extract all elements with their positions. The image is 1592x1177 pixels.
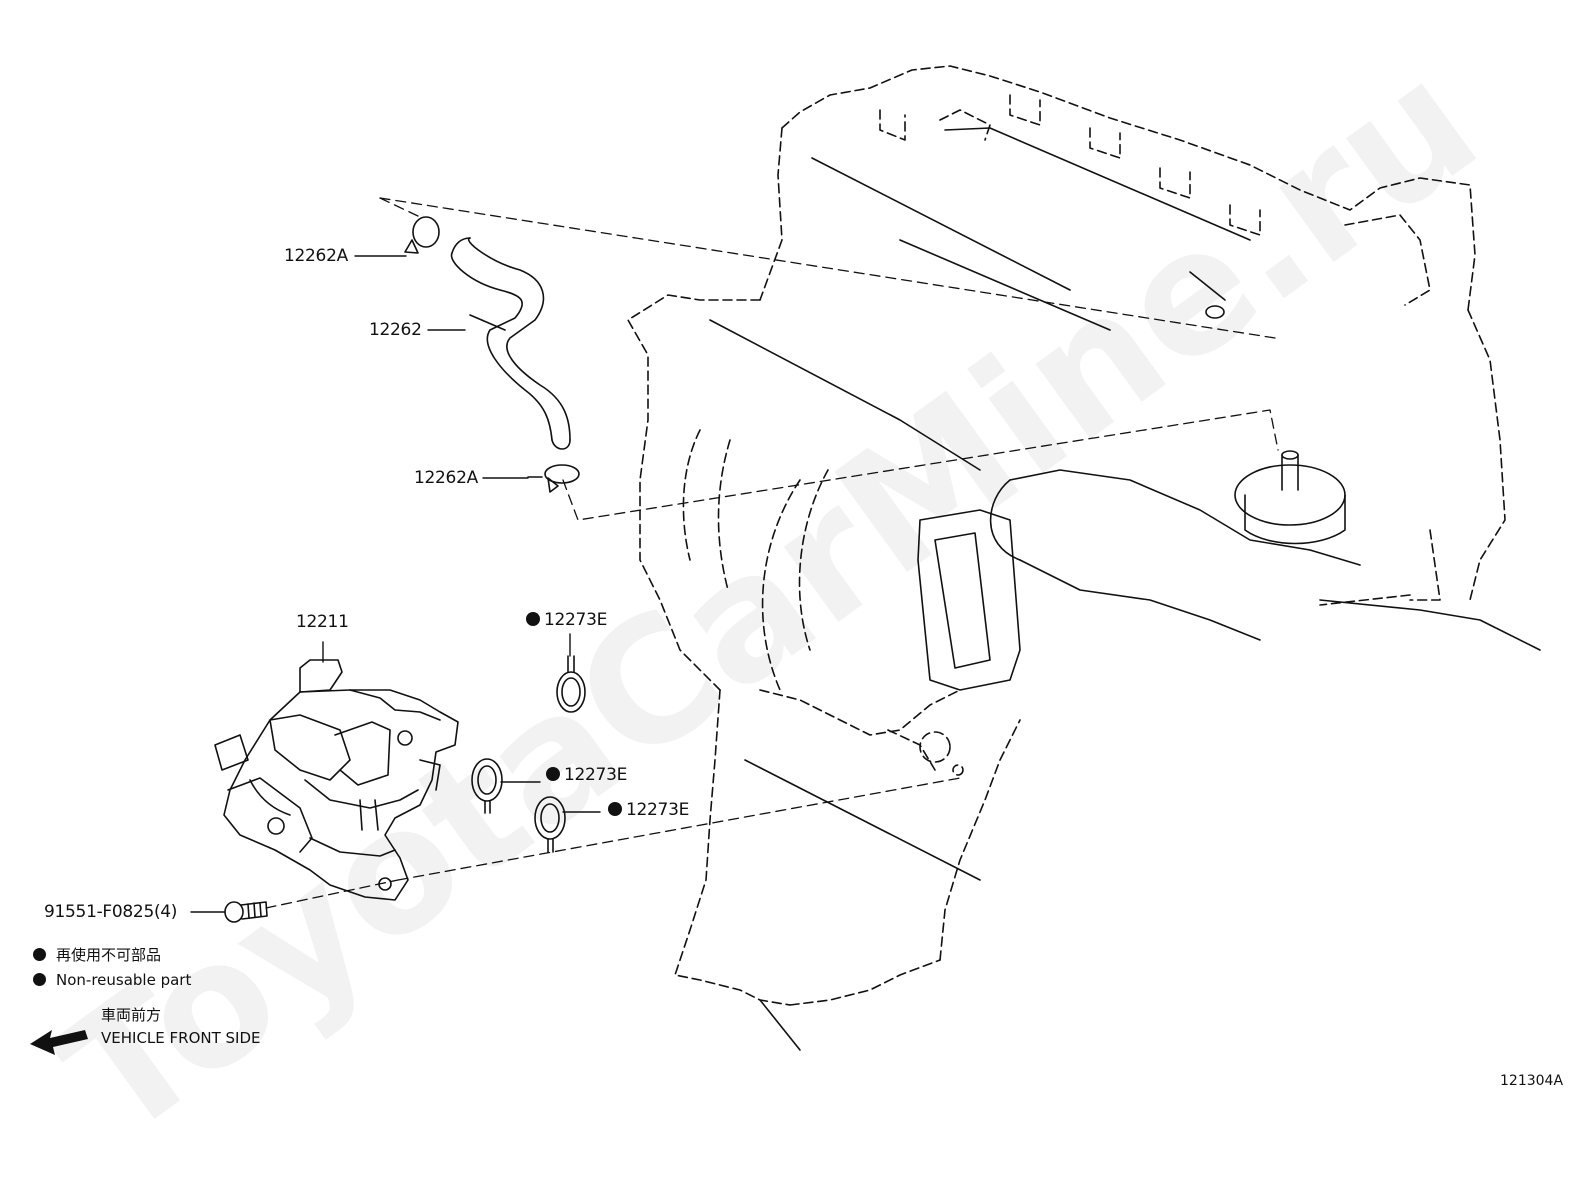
legend-jp-text: 再使用不可部品	[56, 946, 162, 964]
legend-en-text: Non-reusable part	[56, 971, 192, 989]
label-gasket-middle-text: 12273E	[564, 765, 628, 785]
label-hose: 12262	[369, 320, 422, 340]
non-reusable-dot-icon	[546, 767, 560, 781]
gasket-lower	[534, 796, 566, 853]
installation-dashed-lines	[265, 197, 1279, 909]
label-clip-lower: 12262A	[414, 468, 478, 488]
label-bolt: 91551-F0825(4)	[44, 902, 178, 922]
ventilation-hose	[450, 237, 571, 450]
hose-clip-lower	[527, 464, 580, 493]
label-gasket-top: 12273E	[526, 610, 607, 630]
label-gasket-middle: 12273E	[546, 765, 627, 785]
legend-jp: 再使用不可部品	[33, 945, 161, 965]
canister-assembly	[214, 659, 459, 901]
label-clip-upper: 12262A	[284, 246, 348, 266]
label-gasket-lower-text: 12273E	[626, 800, 690, 820]
label-gasket-lower: 12273E	[608, 800, 689, 820]
diagram-id: 121304A	[1500, 1073, 1564, 1089]
diagram-drawing	[30, 65, 1541, 1055]
gasket-top	[556, 655, 586, 713]
parts-diagram: ToyotaCarMine.ru	[28, 23, 1564, 1177]
legend-dot-icon	[33, 948, 46, 961]
label-gasket-top-text: 12273E	[544, 610, 608, 630]
hose-clip-upper	[404, 216, 440, 254]
direction-en: VEHICLE FRONT SIDE	[101, 1029, 261, 1047]
label-leaders	[190, 255, 601, 913]
engine-solid-lines	[709, 127, 1541, 1051]
gasket-middle	[471, 758, 503, 814]
non-reusable-dot-icon	[526, 612, 540, 626]
direction-jp: 車両前方	[101, 1006, 162, 1024]
engine-outline	[627, 65, 1506, 1006]
legend-dot-icon	[33, 973, 46, 986]
legend-en: Non-reusable part	[33, 970, 191, 990]
label-canister: 12211	[296, 612, 349, 632]
bolt-part	[224, 901, 268, 923]
arrow-left-icon	[30, 1030, 88, 1055]
non-reusable-dot-icon	[608, 802, 622, 816]
